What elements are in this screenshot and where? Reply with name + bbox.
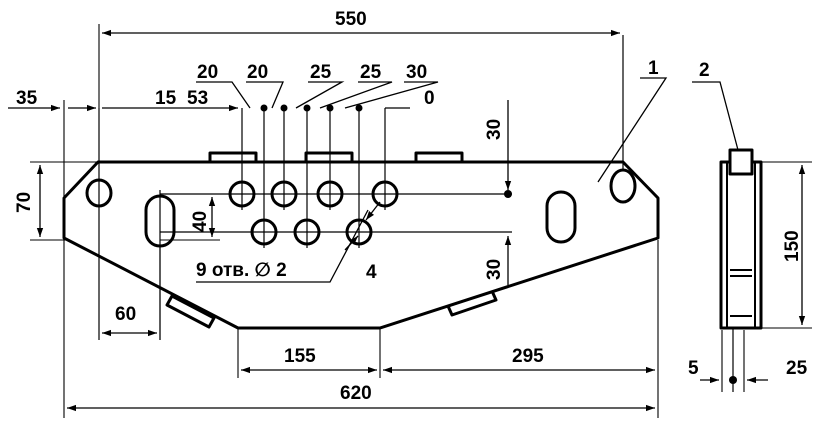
dim-150: 150 — [782, 230, 803, 262]
dim-25-side: 25 — [786, 358, 808, 379]
dim-53: 53 — [187, 88, 208, 109]
dim-20a: 20 — [197, 62, 218, 83]
callouts: 1 9 отв. ∅ 2 4 2 — [196, 58, 739, 283]
dim-25a: 25 — [310, 62, 332, 83]
bottom-tab-left — [165, 294, 216, 329]
dim-295: 295 — [512, 346, 544, 367]
holes-note: 9 отв. ∅ 2 — [196, 260, 287, 281]
dim-620: 620 — [340, 383, 372, 404]
dim-20b: 20 — [247, 62, 268, 83]
dim-35: 35 — [16, 88, 38, 109]
dim-30-bottom: 30 — [484, 259, 505, 280]
dim-5: 5 — [688, 358, 699, 379]
dim-15: 15 — [155, 88, 177, 109]
callout-4: 4 — [366, 262, 377, 283]
dimensions: 550 35 15 53 0 20 20 25 25 30 — [8, 9, 659, 418]
dim-0: 0 — [424, 88, 435, 109]
dim-60: 60 — [115, 304, 136, 325]
dim-155: 155 — [284, 346, 316, 367]
callout-1: 1 — [648, 58, 659, 79]
dim-550: 550 — [335, 9, 367, 30]
side-view: 150 5 25 — [688, 148, 812, 392]
hole-right-end — [609, 168, 637, 204]
callout-2: 2 — [699, 60, 710, 81]
dim-30: 30 — [406, 62, 427, 83]
dim-40: 40 — [190, 211, 211, 232]
slot-right — [545, 190, 577, 244]
dim-25b: 25 — [360, 62, 382, 83]
dim-70: 70 — [14, 192, 35, 213]
side-top-block — [728, 148, 754, 176]
dim-30-top: 30 — [484, 119, 505, 140]
